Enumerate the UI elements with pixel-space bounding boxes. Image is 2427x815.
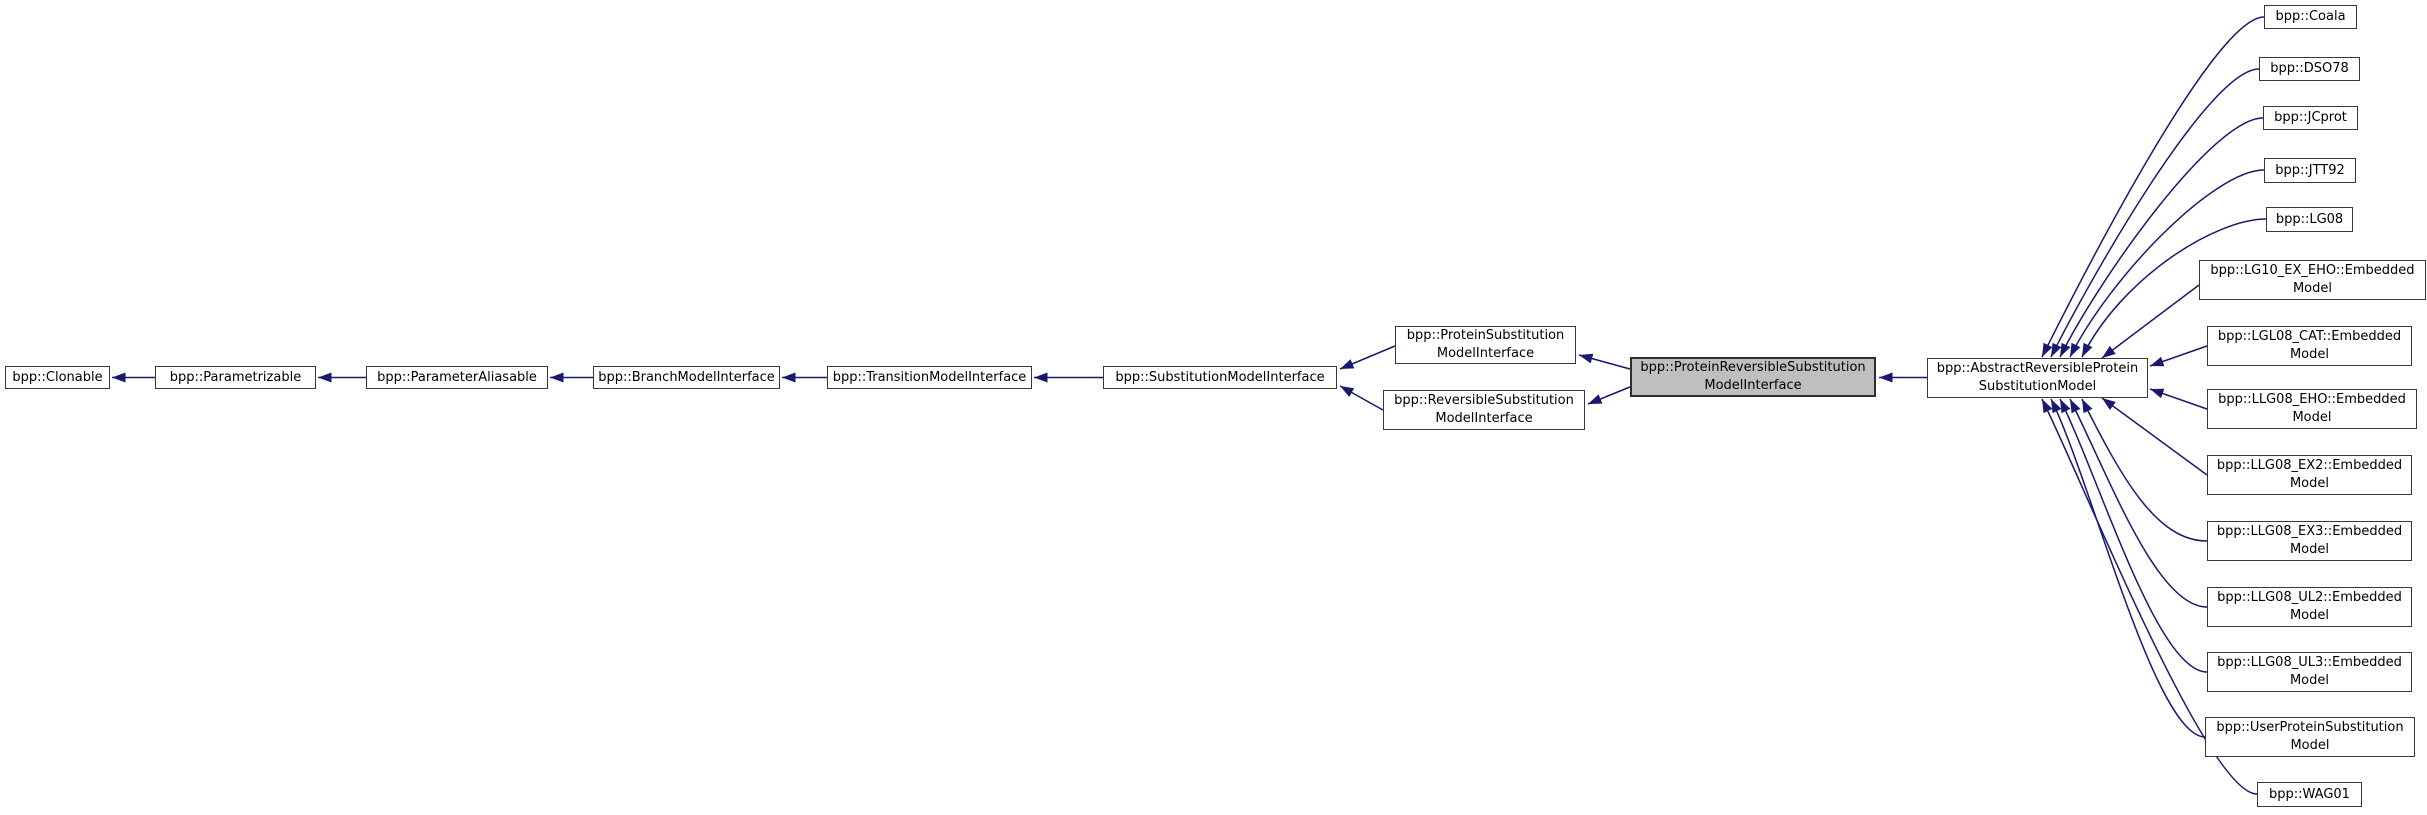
class-node-label: bpp::LLG08_EX2::Embedded — [2216, 458, 2403, 473]
class-node-label: bpp::ProteinReversibleSubstitution — [1640, 360, 1866, 375]
class-node-label: bpp::AbstractReversibleProtein — [1936, 361, 2139, 376]
class-node-label: ModelInterface — [1436, 346, 1535, 361]
inheritance-edge-bpp-llg08-ex3-embedded-model-to-bpp-abstract-reversible-protein-substitution-model — [2081, 398, 2208, 542]
inheritance-edge-bpp-user-protein-substitution-model-to-bpp-abstract-reversible-protein-substitution-model — [2050, 398, 2206, 738]
class-node-label: bpp::LGL08_CAT::Embedded — [2217, 329, 2402, 344]
class-node-label: Model — [2289, 673, 2330, 688]
class-node-label: bpp::Coala — [2275, 9, 2346, 24]
class-node-label: Model — [2289, 347, 2330, 362]
class-node-label: bpp::TransitionModelInterface — [832, 369, 1027, 385]
class-node-label: bpp::DSO78 — [2270, 61, 2349, 76]
class-node-label: bpp::WAG01 — [2269, 786, 2350, 802]
class-node-bpp-transition-model-interface[interactable]: bpp::TransitionModelInterface — [827, 366, 1032, 389]
class-node-bpp-dso78[interactable]: bpp::DSO78 — [2259, 57, 2360, 81]
class-node-label: Model — [2289, 542, 2330, 557]
class-node-label: bpp::JTT92 — [2275, 162, 2345, 178]
class-node-label: bpp::Clonable — [12, 369, 103, 385]
inheritance-edge-bpp-protein-substitution-model-interface-to-bpp-substitution-model-interface — [1339, 345, 1396, 370]
class-node-label: bpp::SubstitutionModelInterface — [1115, 369, 1325, 385]
class-node-bpp-parameter-aliasable[interactable]: bpp::ParameterAliasable — [366, 366, 548, 389]
class-node-bpp-jcprot[interactable]: bpp::JCprot — [2263, 106, 2358, 130]
class-node-label: bpp::LLG08_UL2::Embedded — [2217, 590, 2402, 605]
class-node-label: Model — [2292, 281, 2333, 296]
class-node-label: bpp::BranchModelInterface — [598, 369, 775, 385]
class-node-label: Model — [2292, 410, 2332, 425]
inheritance-edge-bpp-wag01-to-bpp-abstract-reversible-protein-substitution-model — [2041, 398, 2258, 795]
class-node-bpp-clonable[interactable]: bpp::Clonable — [5, 366, 110, 389]
class-node-bpp-wag01[interactable]: bpp::WAG01 — [2257, 782, 2362, 807]
inheritance-edge-bpp-llg08-eho-embedded-model-to-bpp-abstract-reversible-protein-substitution-model — [2149, 388, 2208, 410]
inheritance-edge-bpp-llg08-ul2-embedded-model-to-bpp-abstract-reversible-protein-substitution-model — [2069, 398, 2208, 608]
class-node-label: bpp::ParameterAliasable — [377, 369, 537, 385]
inheritance-edge-bpp-lg08-to-bpp-abstract-reversible-protein-substitution-model — [2081, 218, 2267, 358]
inheritance-edge-bpp-coala-to-bpp-abstract-reversible-protein-substitution-model — [2041, 16, 2265, 358]
class-node-label: Model — [2289, 608, 2330, 623]
class-node-label: Model — [2289, 476, 2330, 491]
class-node-label: bpp::LLG08_EHO::Embedded — [2218, 392, 2406, 407]
class-node-label: bpp::ReversibleSubstitution — [1394, 393, 1574, 408]
class-node-label: bpp::Parametrizable — [169, 369, 302, 385]
class-node-label: ModelInterface — [1704, 378, 1802, 393]
class-node-label: bpp::LLG08_EX3::Embedded — [2216, 524, 2403, 539]
class-node-label: bpp::LLG08_UL3::Embedded — [2217, 655, 2402, 670]
class-node-label: bpp::ProteinSubstitution — [1406, 328, 1565, 343]
inheritance-edge-bpp-reversible-substitution-model-interface-to-bpp-substitution-model-interface — [1339, 385, 1384, 411]
class-node-bpp-branch-model-interface[interactable]: bpp::BranchModelInterface — [593, 366, 780, 389]
inheritance-edge-bpp-protein-reversible-substitution-model-interface-to-bpp-protein-substitution-model-interface — [1578, 353, 1631, 370]
class-node-label: bpp::LG10_EX_EHO::Embedded — [2210, 263, 2415, 278]
inheritance-edge-bpp-llg08-ul3-embedded-model-to-bpp-abstract-reversible-protein-substitution-model — [2059, 398, 2208, 673]
class-node-label: bpp::UserProteinSubstitution — [2216, 720, 2404, 735]
class-node-bpp-lg08[interactable]: bpp::LG08 — [2266, 207, 2353, 232]
class-node-bpp-coala[interactable]: bpp::Coala — [2264, 5, 2357, 29]
inheritance-edge-bpp-jtt92-to-bpp-abstract-reversible-protein-substitution-model — [2069, 169, 2265, 358]
inheritance-edge-bpp-dso78-to-bpp-abstract-reversible-protein-substitution-model — [2050, 68, 2260, 358]
class-node-label: bpp::JCprot — [2274, 110, 2347, 125]
inheritance-edge-bpp-lg10-ex-eho-embedded-model-to-bpp-abstract-reversible-protein-substitution-model — [2101, 284, 2200, 359]
inheritance-edge-bpp-lgl08-cat-embedded-model-to-bpp-abstract-reversible-protein-substitution-model — [2149, 345, 2208, 367]
inheritance-edge-bpp-jcprot-to-bpp-abstract-reversible-protein-substitution-model — [2059, 117, 2264, 358]
class-node-label: bpp::LG08 — [2275, 211, 2344, 227]
inheritance-edge-bpp-protein-reversible-substitution-model-interface-to-bpp-reversible-substitution-model-interface — [1587, 386, 1631, 405]
class-node-bpp-parametrizable[interactable]: bpp::Parametrizable — [155, 366, 316, 389]
class-node-bpp-jtt92[interactable]: bpp::JTT92 — [2264, 158, 2356, 183]
class-node-label: Model — [2290, 738, 2330, 753]
inheritance-edge-bpp-llg08-ex2-embedded-model-to-bpp-abstract-reversible-protein-substitution-model — [2101, 397, 2208, 476]
class-node-label: ModelInterface — [1435, 411, 1533, 426]
class-node-bpp-substitution-model-interface[interactable]: bpp::SubstitutionModelInterface — [1103, 366, 1337, 389]
class-node-label: SubstitutionModel — [1978, 379, 2097, 394]
